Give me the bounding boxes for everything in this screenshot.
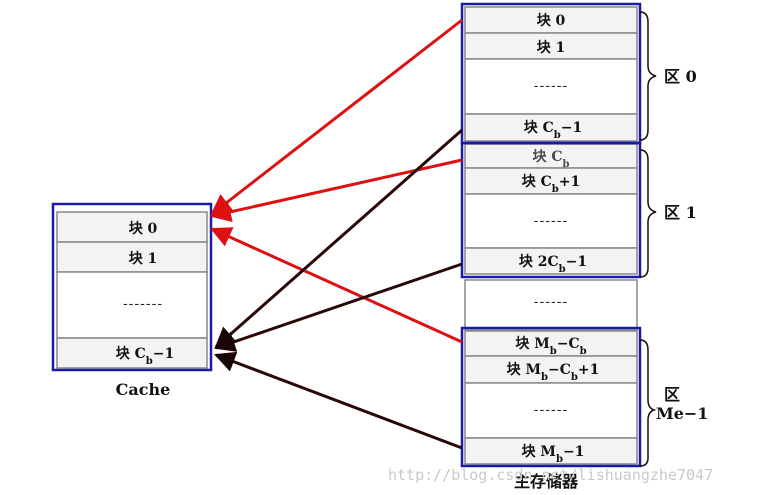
arrow-r2-first-to-cache0 [210, 227, 463, 344]
memory-gap-label: ------ [534, 294, 568, 310]
memory-gap-cell [464, 279, 638, 331]
r2-cell-last [464, 437, 638, 465]
cache-dots-label: ------- [123, 296, 163, 312]
cache-cell-1-label: 块 1 [129, 251, 158, 267]
main-memory-title: 主存储器 [514, 472, 579, 491]
cache-cell-last [56, 337, 208, 369]
region-last-border [460, 326, 642, 468]
cache-title: Cache [116, 380, 171, 399]
r1-cell-0-label: 块 Cb [532, 149, 569, 170]
region-1-label: 区 1 [664, 203, 697, 222]
cache-cell-0-label: 块 0 [129, 221, 158, 237]
r0-cell-1 [464, 32, 638, 60]
cache-cell-last-label: 块 Cb−1 [116, 346, 175, 367]
mapping-arrows [209, 18, 463, 450]
r1-cell-last-label: 块 2Cb−1 [519, 254, 587, 275]
r1-cell-0 [464, 143, 638, 169]
arrow-r0-block0-to-cache0 [210, 18, 463, 216]
main-memory: 块 0 块 1 ------ 块 Cb−1 块 Cb 块 Cb+1 ------… [460, 2, 642, 491]
r2-cell-0 [464, 330, 638, 357]
cache-border [51, 202, 213, 372]
r2-cell-1 [464, 355, 638, 384]
arrow-r0-last-to-cachelast [214, 128, 463, 349]
region-1-brace [639, 149, 657, 278]
r2-dots-label: ------ [534, 402, 568, 418]
cache-box: 块 0 块 1 ------- 块 Cb−1 Cache [51, 202, 213, 399]
watermark-text: http://blog.csdn.net/lishuangzhe7047 [388, 466, 713, 484]
arrow-r2-last-to-cachelast [214, 351, 463, 450]
arrow-r1-last-to-cachelast [214, 262, 463, 352]
region-last-label: 区 [664, 385, 680, 404]
r0-cell-1-label: 块 1 [537, 40, 566, 56]
region-0-label: 区 0 [664, 67, 697, 86]
r1-cell-1 [464, 167, 638, 195]
r2-cell-dots [464, 382, 638, 439]
r0-dots-label: ------ [534, 78, 568, 94]
arrow-r1-blockcb-to-cache0 [209, 158, 463, 223]
region-last-brace [639, 339, 657, 467]
r1-cell-last [464, 247, 638, 275]
r2-cell-0-label: 块 Mb−Cb [515, 336, 586, 357]
r2-cell-last-label: 块 Mb−1 [522, 444, 585, 465]
region-1-border [460, 141, 642, 279]
r1-cell-dots [464, 193, 638, 249]
cache-cell-dots [56, 271, 208, 339]
r0-cell-0 [464, 6, 638, 34]
cache-cell-1 [56, 241, 208, 273]
r1-cell-1-label: 块 Cb+1 [522, 174, 581, 195]
r0-cell-last-label: 块 Cb−1 [524, 120, 583, 141]
region-last-label-line2: Me−1 [656, 404, 708, 423]
cache-cell-0 [56, 211, 208, 243]
r0-cell-0-label: 块 0 [537, 13, 566, 29]
region-braces: 区 0 区 1 区 Me−1 [639, 11, 708, 467]
r0-cell-dots [464, 58, 638, 115]
r2-cell-1-label: 块 Mb−Cb+1 [507, 362, 600, 383]
r1-dots-label: ------ [534, 213, 568, 229]
r0-cell-last [464, 113, 638, 142]
region-0-brace [639, 11, 657, 141]
